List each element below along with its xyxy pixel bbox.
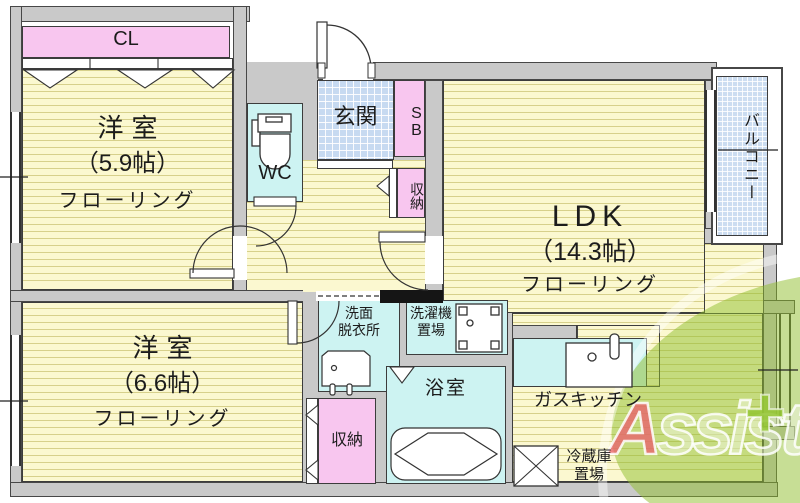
storage-lower-label: 収納 [330,432,363,449]
ldk-size: （14.3帖） [528,238,652,266]
room1-door-opening [233,236,247,280]
wall-wc-entrance [303,105,317,162]
wc-area [247,103,303,202]
washroom-sliding-door [316,291,380,301]
western-room-2-size: （6.6帖） [109,370,216,397]
fridge-label-line2: 置場 [573,466,604,483]
storage-lower-area [318,398,376,484]
assist-logo-rest: ssist [655,386,800,472]
assist-logo-plus-icon: + [743,372,787,454]
window-west-room2 [10,335,21,466]
wall-between-west-rooms [10,290,310,302]
fridge-label-line1: 冷蔵庫 [566,448,612,465]
ldk-name: LDK [551,200,629,233]
ldk-floor-upper [443,80,705,313]
wall-kitchen-stub [512,325,578,339]
assist-logo-text: Assist [607,386,800,472]
ldk-door-opening [425,236,443,284]
wall-black-segment [380,290,443,303]
western-room-1-floor [22,69,233,290]
entrance-tile [317,80,394,160]
storage-lower-door [306,398,318,484]
wc-label: WC [258,162,292,184]
hallway-left [247,202,303,290]
assist-logo-letter-a: A [607,386,663,472]
laundry-label-line1: 洗濯機 [410,305,452,321]
closet-label: CL [113,28,139,50]
closet-sliding-doors [22,58,233,69]
ldk-flooring: フローリング [521,274,659,296]
kitchen-label: ガスキッチン [534,390,642,410]
storage-upper-area [397,168,425,218]
balcony-label: バルコニー [741,112,758,202]
western-room-1-size: （5.9帖） [74,150,181,177]
closet-area [22,26,230,58]
wall-top-left-block [10,6,250,22]
balcony-tile [716,76,768,236]
western-room-1-name: 洋室 [97,113,166,143]
western-room-2-floor [22,302,303,482]
western-room-2-name: 洋室 [132,333,201,363]
entrance-label: 玄関 [333,104,378,129]
entrance-step [317,160,393,169]
window-balcony-sliding [705,90,716,212]
storage-upper-door [389,168,397,218]
western-room-2-flooring: フローリング [93,408,232,430]
window-west-room1 [10,112,21,243]
storage-upper-label: 収納 [409,182,425,210]
shoe-box-area [394,80,425,157]
wall-above-wc [247,62,318,105]
western-room-1-flooring: フローリング [58,190,197,212]
washroom-label-line1: 洗面 [345,305,373,321]
laundry-label-line2: 置場 [417,322,445,338]
washroom-label-line2: 脱衣所 [338,322,380,338]
entrance-door-opening [323,62,373,80]
bathroom-label: 浴室 [424,378,467,399]
shoe-box-label: SB [408,105,425,139]
